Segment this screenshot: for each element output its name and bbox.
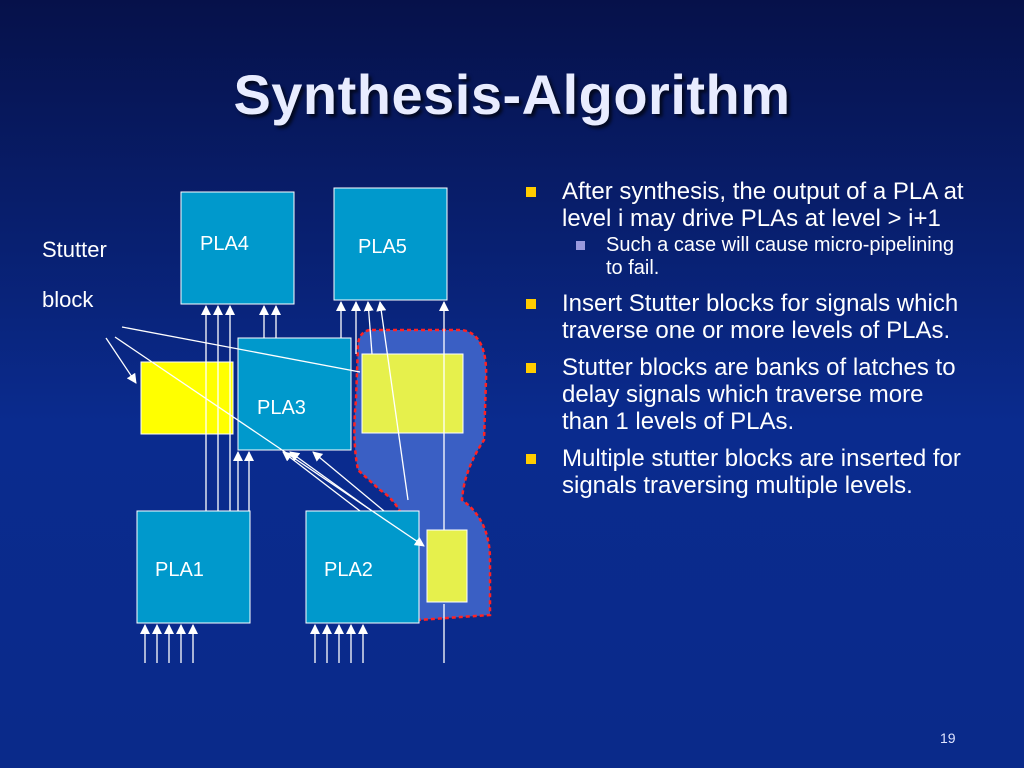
signal-wires [105, 301, 449, 663]
bullet-list: After synthesis, the output of a PLA at … [520, 178, 965, 509]
pla1-label: PLA1 [155, 559, 204, 581]
bullet-text: Stutter blocks are banks of latches to d… [562, 354, 956, 435]
bullet-text: Insert Stutter blocks for signals which … [562, 290, 959, 344]
pla5-label: PLA5 [358, 236, 407, 258]
sub-bullet-item: Such a case will cause micro-pipelining … [562, 234, 965, 280]
square-bullet-icon [526, 363, 536, 373]
pla5-block [333, 187, 448, 301]
bullet-item: Insert Stutter blocks for signals which … [520, 290, 965, 344]
bullet-item: Stutter blocks are banks of latches to d… [520, 354, 965, 435]
stutter-block-left [140, 361, 234, 435]
stutter-block-upper-right [361, 353, 464, 434]
square-sub-bullet-icon [576, 241, 585, 250]
pla3-label: PLA3 [257, 397, 306, 419]
sub-bullet-text: Such a case will cause micro-pipelining … [606, 234, 954, 279]
square-bullet-icon [526, 299, 536, 309]
stutter-caption-line2: block [42, 287, 94, 312]
square-bullet-icon [526, 454, 536, 464]
slide-title: Synthesis-Algorithm [233, 63, 791, 126]
pla2-label: PLA2 [324, 559, 373, 581]
bullet-text: Multiple stutter blocks are inserted for… [562, 445, 961, 499]
page-number: 19 [940, 730, 956, 746]
stutter-block-lower-right [426, 529, 468, 603]
pla4-label: PLA4 [200, 233, 249, 255]
stutter-caption-line1: Stutter [42, 237, 107, 262]
pla3-block [237, 337, 352, 451]
pla4-block [180, 191, 295, 305]
bullet-item: After synthesis, the output of a PLA at … [520, 178, 965, 280]
square-bullet-icon [526, 187, 536, 197]
bullet-item: Multiple stutter blocks are inserted for… [520, 445, 965, 499]
pla1-block [136, 510, 251, 624]
bullet-text: After synthesis, the output of a PLA at … [562, 178, 964, 232]
